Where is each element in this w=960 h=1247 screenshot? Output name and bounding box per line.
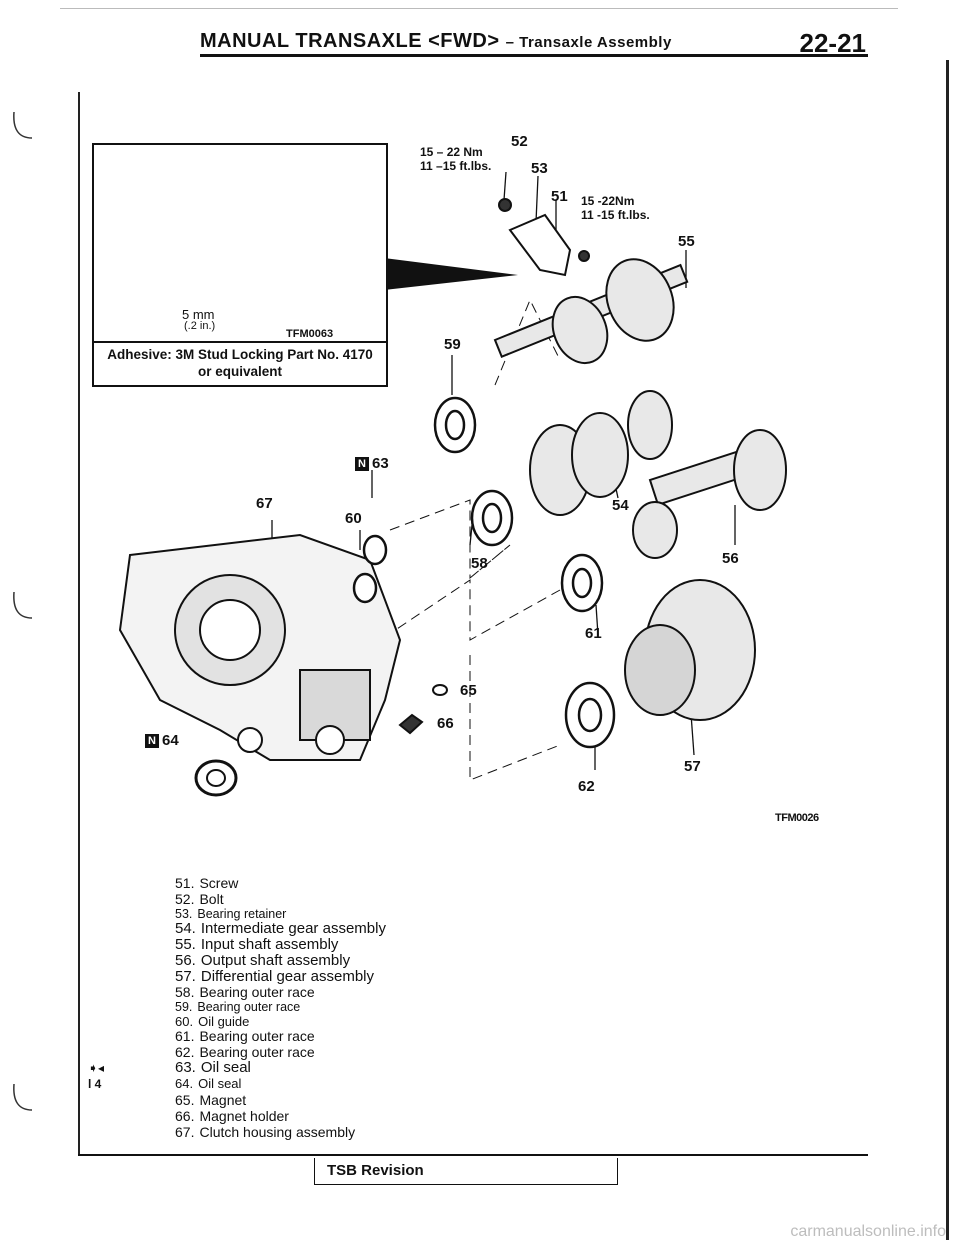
inset-pointer-wedge: [384, 258, 518, 290]
callout-53: 53: [531, 160, 548, 177]
callout-51: 51: [551, 188, 568, 205]
parts-list-item: 57.Differential gear assembly: [175, 968, 374, 985]
left-margin-rule: [78, 92, 80, 1154]
parts-list-item: 58.Bearing outer race: [175, 984, 315, 1000]
parts-list-item: 65.Magnet: [175, 1092, 247, 1108]
inset-figure-code: TFM0063: [286, 328, 334, 340]
parts-list-item: 52.Bolt: [175, 891, 224, 907]
parts-list-item: 63.Oil seal: [175, 1059, 251, 1076]
page-title-sub: – Transaxle Assembly: [505, 34, 672, 51]
badge-n-64: N: [145, 734, 159, 748]
tsb-revision-label: TSB Revision: [327, 1162, 424, 1179]
page-title-main: MANUAL TRANSAXLE <FWD>: [200, 30, 500, 52]
page-title: MANUAL TRANSAXLE <FWD> – Transaxle Assem…: [200, 30, 672, 53]
adhesive-caption-line2: or equivalent: [197, 364, 283, 379]
parts-list-item: 53.Bearing retainer: [175, 907, 287, 921]
callout-60: 60: [345, 510, 362, 527]
intermediate-gear-54-drawing: [529, 390, 673, 516]
inset-dimension-mm: 5 mm: [182, 307, 215, 322]
watermark: carmanualsonline.info: [790, 1223, 946, 1240]
oil-guide-60-drawing: [362, 534, 388, 566]
parts-list-item: 59.Bearing outer race: [175, 1000, 301, 1014]
header-rule: [200, 54, 868, 57]
torque-label-51-nm: 15 -22Nm: [581, 194, 635, 208]
callout-61: 61: [585, 625, 602, 642]
callout-62: 62: [578, 778, 595, 795]
bearing-retainer-53-drawing: [498, 198, 590, 277]
bottom-rule: [78, 1154, 868, 1156]
right-margin-rule: [946, 60, 949, 1240]
reassembly-marker-63: ➧◂: [88, 1061, 105, 1075]
magnet-and-holder-drawing: [398, 684, 448, 735]
exploded-view-diagram: [118, 147, 787, 797]
binder-ring-mark-3: [13, 1083, 33, 1111]
parts-list-item: 61.Bearing outer race: [175, 1028, 315, 1044]
torque-label-52-nm: 15 – 22 Nm: [420, 145, 483, 159]
page-header: MANUAL TRANSAXLE <FWD> – Transaxle Assem…: [200, 28, 866, 58]
output-shaft-56-drawing: [632, 429, 787, 559]
callout-55: 55: [678, 233, 695, 250]
reassembly-marker-64: l 4: [88, 1077, 102, 1091]
adhesive-inset: 5 mm (.2 in.) TFM0063 Adhesive: 3M Stud …: [92, 143, 388, 387]
page-number: 22-21: [799, 28, 867, 58]
parts-list-item: 51.Screw: [175, 875, 239, 891]
input-shaft-55-drawing: [493, 258, 689, 364]
parts-list-item: 60.Oil guide: [175, 1014, 250, 1029]
parts-list-item: 56.Output shaft assembly: [175, 952, 351, 969]
callout-65: 65: [460, 682, 477, 699]
callout-59: 59: [444, 336, 461, 353]
callout-52: 52: [511, 133, 528, 150]
adhesive-caption-line1: Adhesive: 3M Stud Locking Part No. 4170: [107, 347, 373, 362]
clutch-housing-drawing: [118, 533, 402, 761]
top-page-edge: [60, 8, 898, 9]
assembly-guide-lines: [357, 298, 561, 781]
binder-ring-mark-1: [13, 111, 33, 139]
main-figure-code: TFM0026: [775, 812, 819, 824]
bearing-outer-races: [433, 396, 616, 749]
adhesive-caption: Adhesive: 3M Stud Locking Part No. 4170 …: [94, 341, 386, 385]
parts-list-item: 64.Oil seal: [175, 1076, 242, 1091]
inset-dimension-in: (.2 in.): [184, 320, 216, 332]
parts-list-item: 54.Intermediate gear assembly: [175, 920, 386, 937]
parts-list-item: 62.Bearing outer race: [175, 1044, 315, 1060]
callout-66: 66: [437, 715, 454, 732]
binder-ring-mark-2: [13, 591, 33, 619]
torque-label-52-ft: 11 –15 ft.lbs.: [420, 159, 492, 173]
callout-56: 56: [722, 550, 739, 567]
differential-57-drawing: [624, 579, 756, 721]
callout-58: 58: [471, 555, 488, 572]
torque-label-51-ft: 11 -15 ft.lbs.: [581, 208, 650, 222]
callout-67: 67: [256, 495, 273, 512]
callout-54: 54: [612, 497, 629, 514]
callout-57: 57: [684, 758, 701, 775]
oil-seal-63-drawing: [352, 572, 378, 604]
tsb-revision-box: TSB Revision: [314, 1158, 618, 1185]
parts-list-item: 67.Clutch housing assembly: [175, 1124, 356, 1140]
parts-list-item: 55.Input shaft assembly: [175, 936, 339, 953]
parts-list-item: 66.Magnet holder: [175, 1108, 289, 1124]
badge-n-63: N: [355, 457, 369, 471]
